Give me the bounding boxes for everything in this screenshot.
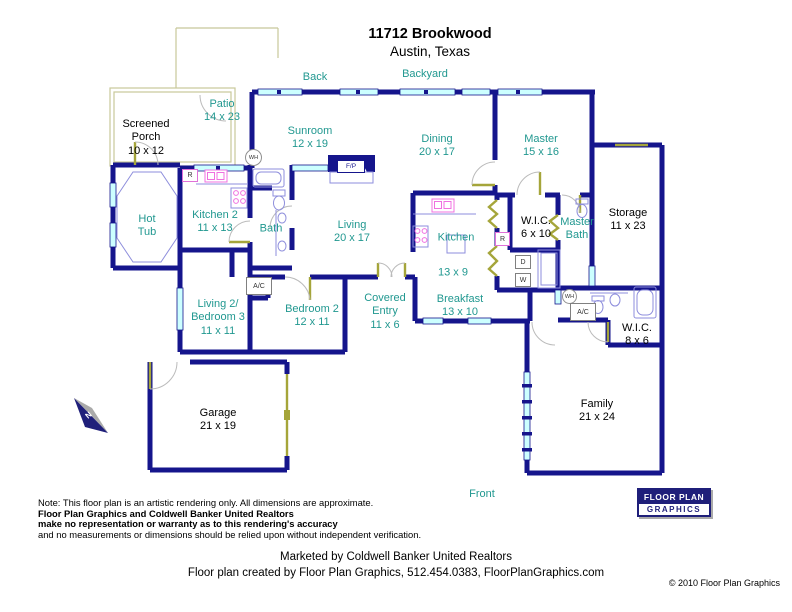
room-label-wic2: W.I.C.8 x 6	[622, 321, 652, 347]
room-label-kitchen-dims: 13 x 9	[438, 266, 468, 278]
room-label-kitchen-name: Kitchen	[437, 231, 475, 243]
footer: Marketed by Coldwell Banker United Realt…	[0, 549, 792, 581]
disclaimer-line2: Floor Plan Graphics and Coldwell Banker …	[38, 507, 294, 519]
plan-title: 11712 Brookwood Austin, Texas	[368, 26, 491, 60]
logo-line1: FLOOR PLAN	[639, 490, 709, 504]
door-arcs	[134, 94, 609, 390]
disclaimer: Note: This floor plan is an artistic ren…	[38, 497, 422, 540]
copyright-notice: © 2010 Floor Plan Graphics	[668, 578, 780, 588]
north-arrow-icon: N	[74, 398, 108, 433]
address-line: 11712 Brookwood	[368, 26, 492, 42]
logo-line2: GRAPHICS	[639, 504, 709, 515]
svg-text:N: N	[84, 410, 94, 421]
label-backyard: Backyard	[402, 68, 448, 80]
garage-door-handle	[284, 410, 290, 420]
disclaimer-line1: Note: This floor plan is an artistic ren…	[38, 497, 374, 508]
ac-unit-label: A/C	[246, 277, 272, 295]
refrigerator2-label: R	[495, 232, 510, 246]
disclaimer-line3: make no representation or warranty as to…	[38, 518, 338, 530]
label-back: Back	[302, 71, 328, 83]
fixtures	[116, 168, 657, 319]
water-heater2-label: WH	[562, 289, 577, 304]
appliances	[204, 169, 455, 243]
footer-marketed: Marketed by Coldwell Banker United Realt…	[279, 551, 513, 563]
water-heater-label: WH	[245, 149, 262, 166]
room-label-master-bath: Master Bath	[560, 215, 594, 241]
dryer-label: D	[515, 255, 531, 269]
room-label-hot-tub: Hot Tub	[137, 212, 157, 238]
ac-unit2-label: A/C	[570, 303, 596, 321]
window-ticks	[216, 90, 532, 452]
room-label-bath: Bath	[259, 222, 283, 234]
fireplace-label: F/P	[337, 160, 365, 173]
floorplan-graphics-logo: FLOOR PLAN GRAPHICS	[637, 488, 711, 517]
footer-created: Floor plan created by Floor Plan Graphic…	[187, 567, 605, 579]
washer-label: W	[515, 273, 531, 287]
city-line: Austin, Texas	[389, 44, 471, 59]
disclaimer-line4: and no measurements or dimensions should…	[38, 528, 422, 540]
refrigerator-label: R	[182, 169, 198, 182]
room-label-wic-master: W.I.C.6 x 10	[521, 214, 551, 240]
label-front: Front	[469, 488, 495, 500]
